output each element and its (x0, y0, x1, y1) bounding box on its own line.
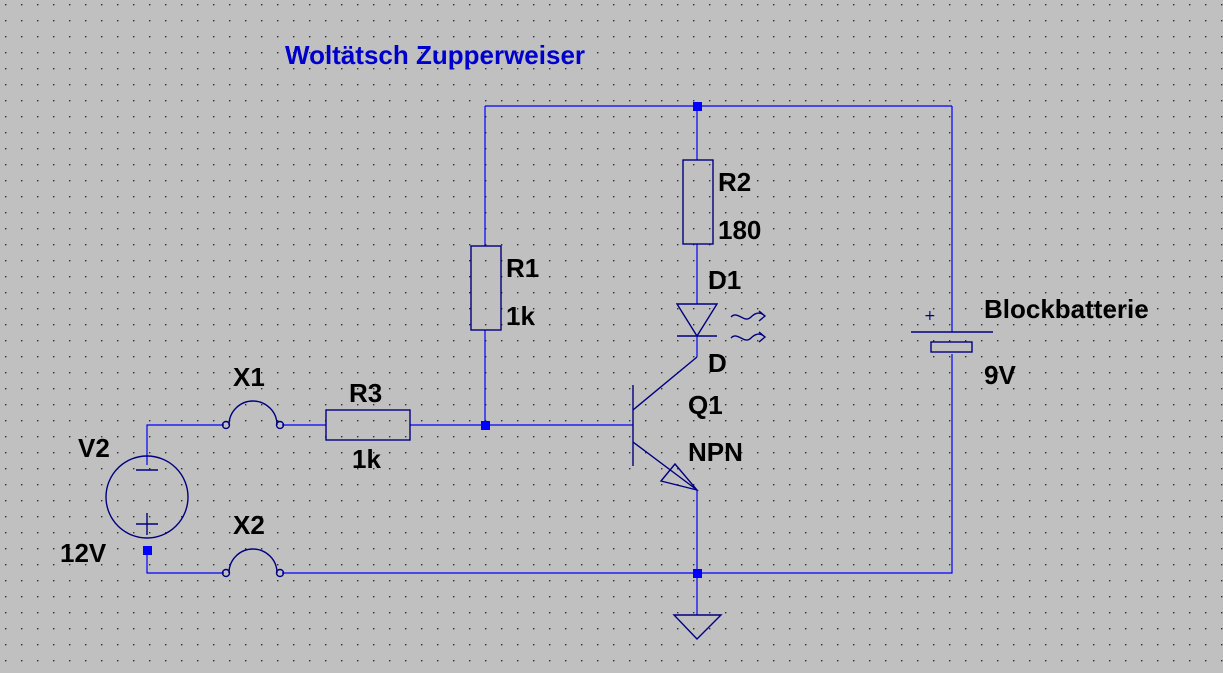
wires (146, 105, 953, 615)
x1-name-label: X1 (233, 362, 265, 392)
battery-cell[interactable] (911, 331, 993, 353)
r3-value-label: 1k (352, 444, 381, 474)
junction-top (693, 102, 702, 111)
schematic-title: Woltätsch Zupperweiser (285, 40, 585, 70)
led-d1[interactable] (675, 303, 767, 343)
v2-value-label: 12V (60, 538, 107, 568)
voltage-source-v2[interactable] (105, 455, 189, 539)
connector-x2[interactable] (221, 548, 285, 578)
transistor-q1[interactable] (632, 356, 699, 492)
light-emission-icon (730, 310, 767, 322)
x2-name-label: X2 (233, 510, 265, 540)
voltage-source-circle (105, 455, 189, 539)
d1-name-label: D1 (708, 265, 741, 295)
resistor-r3[interactable] (325, 409, 411, 441)
wire-x2-v2 (146, 550, 224, 574)
junction-bottom (693, 569, 702, 578)
r1-name-label: R1 (506, 253, 539, 283)
r2-value-label: 180 (718, 215, 761, 245)
d1-value-label: D (708, 348, 727, 378)
battery-value-label: 9V (984, 360, 1016, 390)
junction-base (481, 421, 490, 430)
junctions (143, 102, 702, 578)
wire-v2-x1 (146, 424, 224, 465)
junction-v2-plus (143, 546, 152, 555)
resistor-r2[interactable] (682, 159, 714, 245)
q1-name-label: Q1 (688, 390, 723, 420)
q1-value-label: NPN (688, 437, 743, 467)
resistor-r1[interactable] (470, 245, 502, 331)
connector-x1[interactable] (221, 400, 285, 430)
v2-name-label: V2 (78, 433, 110, 463)
r3-name-label: R3 (349, 378, 382, 408)
battery-plus-sign: + (924, 308, 936, 324)
r1-value-label: 1k (506, 301, 535, 331)
r2-name-label: R2 (718, 167, 751, 197)
battery-name-label: Blockbatterie (984, 294, 1149, 324)
ground-symbol (672, 614, 723, 641)
wire-battery-bottom (697, 354, 953, 574)
